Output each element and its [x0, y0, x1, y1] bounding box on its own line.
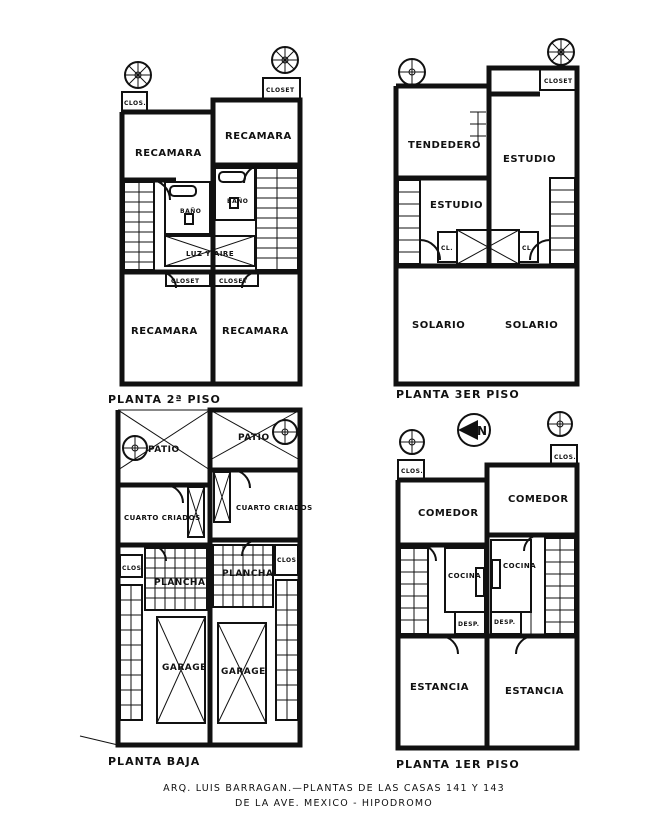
label-closet-3: CLOSET	[544, 78, 573, 85]
title-planta-3-piso: PLANTA 3ER PISO	[396, 388, 520, 401]
label-cocina-right: COCINA	[503, 562, 536, 570]
label-cuarto-criados-left: CUARTO CRIADOS	[124, 514, 201, 522]
label-patio-left: PATIO	[148, 445, 180, 455]
label-comedor-left: COMEDOR	[418, 508, 479, 519]
label-estudio-left: ESTUDIO	[430, 200, 483, 211]
label-estancia-left: ESTANCIA	[410, 682, 469, 693]
title-planta-baja: PLANTA BAJA	[108, 755, 200, 768]
label-cuarto-criados-right: CUARTO CRIADOS	[236, 504, 313, 512]
label-desp-left: DESP.	[458, 621, 479, 628]
label-luz-y-aire: LUZ Y AIRE	[186, 250, 234, 258]
label-estancia-right: ESTANCIA	[505, 686, 564, 697]
plan-first-floor: CLOS. CLOS. COMEDOR COMEDOR COCINA COCIN…	[395, 411, 580, 771]
plan-third-floor: TENDEDERO ESTUDIO ESTUDIO CLOSET CL. CL.…	[393, 38, 580, 401]
label-comedor-right: COMEDOR	[508, 494, 569, 505]
label-solario-right: SOLARIO	[505, 320, 558, 331]
north-arrow-icon: N	[457, 413, 491, 447]
label-cl-left: CL.	[441, 245, 453, 252]
label-clos-b-left: CLOS.	[122, 565, 144, 572]
label-closet-2-top: CLOSET	[266, 87, 295, 94]
label-plancha-left: PLANCHA	[154, 578, 205, 588]
label-recamara-2-left: RECAMARA	[135, 148, 202, 159]
label-recamara-2-right: RECAMARA	[225, 131, 292, 142]
label-plancha-right: PLANCHA	[222, 569, 273, 579]
label-clos-1-left: CLOS.	[401, 468, 423, 475]
label-bano-right: BAÑO	[227, 198, 248, 205]
label-patio-right: PATIO	[238, 433, 270, 443]
title-planta-2-piso: PLANTA 2ª PISO	[108, 393, 221, 406]
label-garage-right: GARAGE	[221, 667, 266, 677]
label-bano-left: BAÑO	[180, 208, 201, 215]
label-recamara-2-lower-right: RECAMARA	[222, 326, 289, 337]
label-clos-b-right: CLOS.	[277, 557, 299, 564]
caption-line-2: DE LA AVE. MEXICO - HIPODROMO	[235, 798, 433, 809]
label-desp-right: DESP.	[494, 619, 515, 626]
label-cl-right: CL.	[522, 245, 534, 252]
label-cocina-left: COCINA	[448, 572, 481, 580]
label-clos-1-right: CLOS.	[554, 454, 576, 461]
caption-line-1: ARQ. LUIS BARRAGAN.—PLANTAS DE LAS CASAS…	[163, 783, 505, 794]
label-solario-left: SOLARIO	[412, 320, 465, 331]
label-clos-2: CLOS.	[124, 100, 146, 107]
plan-ground-floor: PATIO PATIO CUARTO CRIADOS CUARTO CRIADO…	[79, 407, 313, 768]
label-closet-2-right: CLOSET	[219, 278, 248, 285]
label-estudio-right: ESTUDIO	[503, 154, 556, 165]
label-recamara-2-lower-left: RECAMARA	[131, 326, 198, 337]
plan-second-floor: RECAMARA RECAMARA CLOS. CLOSET BAÑO BAÑO…	[108, 46, 303, 406]
label-garage-left: GARAGE	[162, 663, 207, 673]
north-label: N	[477, 424, 488, 438]
label-tendedero: TENDEDERO	[408, 140, 481, 151]
title-planta-1-piso: PLANTA 1ER PISO	[396, 758, 520, 771]
label-closet-2-left: CLOSET	[171, 278, 200, 285]
